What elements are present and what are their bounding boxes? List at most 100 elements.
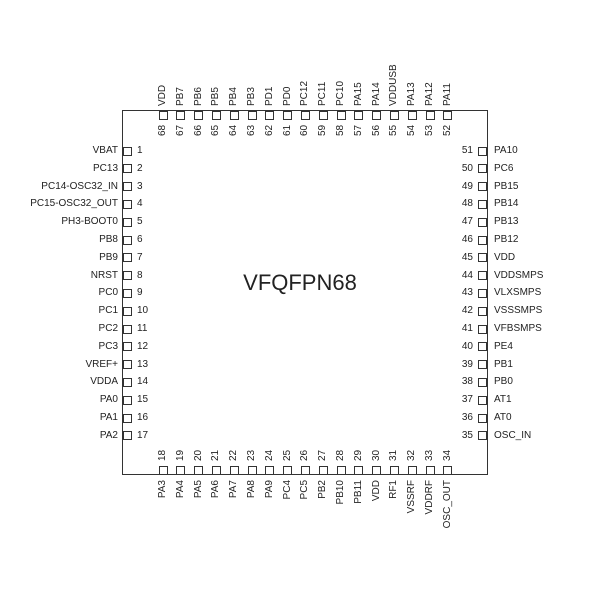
package-title: VFQFPN68	[243, 270, 357, 295]
pin-pad	[123, 164, 132, 174]
pin-label: VDDA	[90, 376, 118, 388]
pin-pad	[425, 466, 435, 475]
pin-pad	[265, 466, 275, 475]
pin-pad	[478, 146, 487, 156]
pin-number: 68	[157, 124, 168, 136]
pin-number: 9	[137, 287, 143, 299]
pin-label: PB4	[228, 87, 240, 106]
pin-number: 49	[461, 180, 473, 192]
pin-pad	[123, 217, 132, 227]
pin-pad	[478, 360, 487, 370]
pin-pad	[229, 111, 239, 120]
pin-pad	[478, 377, 487, 387]
pin-number: 24	[263, 449, 275, 461]
pin-number: 28	[335, 449, 346, 461]
pin-pad	[123, 271, 132, 281]
pin-label: VDDUSB	[388, 64, 400, 106]
pin-label: PB6	[192, 87, 204, 106]
pin-number: 51	[461, 145, 473, 156]
pin-number: 34	[441, 449, 453, 461]
pin-number: 62	[263, 124, 275, 136]
pin-pad	[123, 146, 132, 156]
pin-label: VSSSMPS	[494, 305, 543, 317]
pin-pad	[318, 466, 328, 475]
pin-number: 14	[137, 376, 149, 388]
pin-number: 60	[299, 124, 311, 136]
pin-pad	[389, 111, 399, 120]
pin-pad	[211, 111, 221, 120]
pin-label: AT0	[494, 412, 512, 423]
pin-pad	[176, 111, 186, 120]
pin-pad	[123, 235, 132, 245]
pin-number: 47	[461, 216, 473, 228]
pin-pad	[478, 395, 487, 405]
pin-number: 55	[388, 124, 400, 136]
pin-label: PA4	[174, 480, 186, 499]
pin-number: 64	[228, 124, 240, 136]
pin-number: 21	[210, 449, 222, 461]
pin-label: PC4	[281, 480, 293, 500]
pin-pad	[176, 466, 186, 475]
pin-number: 2	[137, 162, 143, 174]
pin-number: 39	[461, 358, 473, 370]
pin-label: PB12	[494, 234, 519, 245]
pin-number: 11	[137, 323, 148, 334]
pin-label: PA6	[210, 480, 222, 499]
pin-pad	[478, 306, 487, 316]
pin-label: VLXSMPS	[494, 287, 542, 299]
pin-pad	[247, 111, 257, 120]
pin-number: 12	[137, 340, 149, 352]
pin-label: PB14	[494, 198, 519, 210]
pin-number: 63	[246, 124, 257, 136]
pin-number: 22	[228, 449, 240, 461]
pin-pad	[478, 324, 487, 334]
pin-pad	[478, 431, 487, 441]
pin-label: PB5	[210, 87, 222, 106]
pin-pad	[372, 111, 382, 120]
pin-number: 3	[137, 180, 143, 192]
pin-pad	[478, 164, 487, 174]
pin-pad	[123, 253, 132, 263]
pin-pad	[336, 466, 346, 475]
pin-pad	[123, 182, 132, 192]
pin-label: PA10	[494, 145, 518, 156]
pin-number: 4	[137, 198, 143, 210]
pin-label: VDD	[157, 84, 168, 106]
pin-pad	[478, 342, 487, 352]
pin-pad	[318, 111, 328, 120]
pin-label: PD1	[263, 86, 275, 106]
pin-pad	[300, 111, 310, 120]
pin-number: 44	[461, 269, 473, 281]
pin-label: PC14-OSC32_IN	[41, 180, 118, 192]
pin-label: PB7	[174, 87, 186, 106]
pin-pad	[478, 253, 487, 263]
pin-label: PA9	[263, 480, 275, 499]
pin-pad	[354, 466, 364, 475]
pin-label: PB1	[494, 358, 513, 370]
pin-pad	[123, 324, 132, 334]
pin-label: PB8	[99, 234, 118, 245]
pin-pad	[194, 466, 204, 475]
pin-label: PA11	[441, 83, 453, 106]
pin-number: 67	[174, 124, 186, 136]
pin-label: PD0	[281, 86, 293, 106]
pin-number: 33	[424, 449, 435, 461]
pin-pad	[123, 413, 132, 423]
pin-number: 61	[281, 124, 293, 136]
pin-number: 48	[461, 198, 473, 210]
pin-pad	[407, 111, 417, 120]
pin-label: PA15	[352, 82, 364, 106]
pin-pad	[443, 111, 453, 120]
pin-label: PC6	[494, 162, 514, 174]
pin-label: PE4	[494, 340, 513, 352]
pin-pad	[407, 466, 417, 475]
pin-label: PA0	[99, 394, 118, 406]
pin-label: VDD	[370, 480, 382, 502]
pin-pad	[425, 111, 435, 120]
pin-label: PC0	[98, 287, 118, 299]
pin-number: 50	[461, 162, 473, 174]
pin-label: PC3	[98, 340, 118, 352]
pin-number: 58	[335, 124, 346, 136]
pin-pad	[478, 235, 487, 245]
pin-number: 46	[461, 234, 473, 245]
